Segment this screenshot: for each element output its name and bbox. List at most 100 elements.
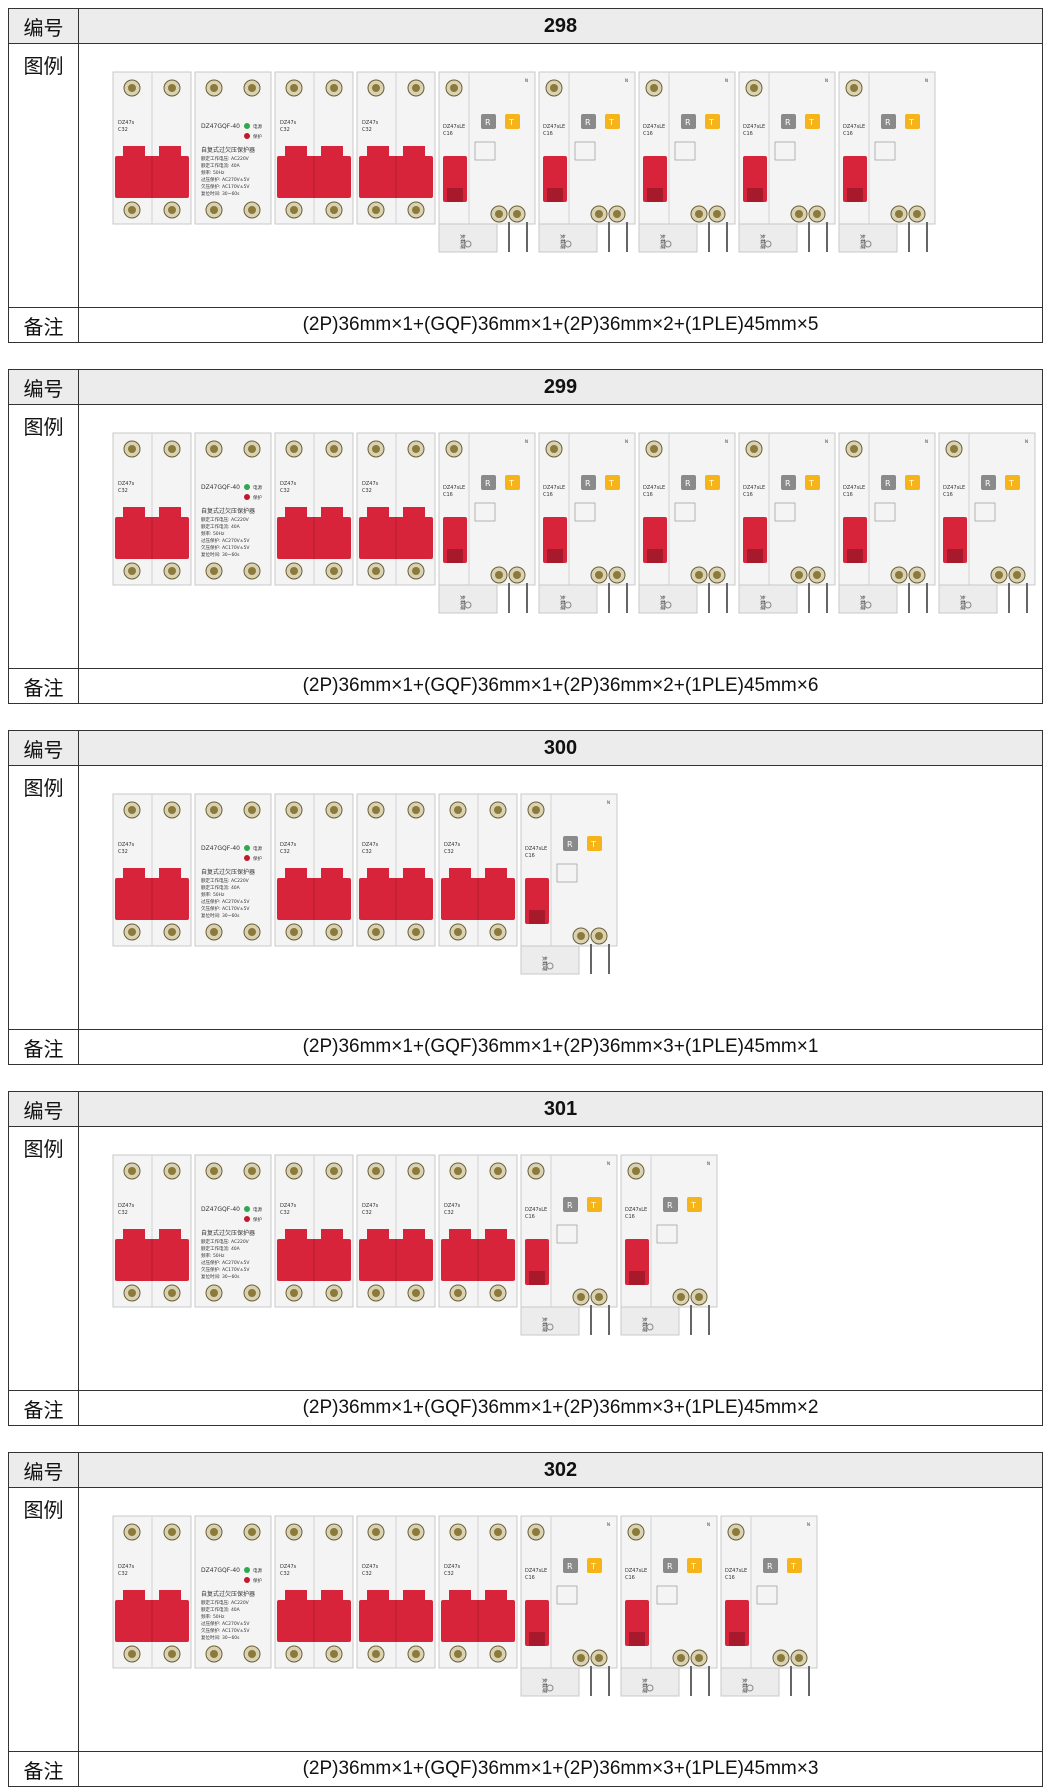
breaker-brand: DZ47s	[118, 481, 135, 487]
neutral-mark: N	[525, 78, 528, 83]
rcd-brand: DZ47sLE	[943, 485, 965, 491]
test-button	[1005, 475, 1020, 490]
terminal-screw-top	[745, 440, 763, 458]
load-side-label: 负载端	[759, 595, 766, 610]
reset-button	[581, 114, 596, 129]
reset-button	[763, 1558, 778, 1573]
breaker-brand: DZ47s	[362, 1564, 379, 1570]
terminal-screw-top	[163, 79, 181, 97]
protect-led-label: 保护	[253, 1216, 262, 1223]
breaker-brand: DZ47s	[280, 120, 297, 126]
neutral-mark: N	[607, 1522, 610, 1527]
load-side-label: 负载端	[741, 1678, 748, 1693]
terminal-screw-bottom	[690, 1649, 708, 1667]
protector-spec-line: 频率: 50Hz	[201, 530, 225, 537]
load-side-label: 负载端	[559, 234, 566, 249]
terminal-screw-top	[407, 1162, 425, 1180]
protector-spec-line: 频率: 50Hz	[201, 891, 225, 898]
power-led-label: 电源	[253, 123, 262, 130]
test-button-label: T	[690, 1201, 696, 1210]
terminal-screw-bottom	[163, 923, 181, 941]
terminal-screw-bottom	[908, 566, 926, 584]
terminal-screw-bottom	[367, 201, 385, 219]
test-button	[587, 1197, 602, 1212]
terminal-screw-bottom	[205, 1284, 223, 1302]
terminal-screw-bottom	[407, 1284, 425, 1302]
terminal-screw-bottom	[163, 1284, 181, 1302]
reset-button-label: R	[885, 118, 891, 127]
power-led	[244, 845, 250, 851]
reset-button	[781, 475, 796, 490]
terminal-screw-bottom	[123, 1284, 141, 1302]
rcd-rating: C16	[625, 1214, 635, 1220]
terminal-screw-bottom	[285, 201, 303, 219]
terminal-screw-top	[407, 79, 425, 97]
protector-spec-line: 欠压保护: AC170V±5V	[201, 1627, 250, 1634]
neutral-mark: N	[1025, 439, 1028, 444]
terminal-screw-top	[489, 801, 507, 819]
terminal-screw-top	[527, 1523, 545, 1541]
terminal-screw-top	[243, 1162, 261, 1180]
rcd-rating: C16	[525, 1575, 535, 1581]
terminal-screw-top	[627, 1523, 645, 1541]
rcd-brand: DZ47sLE	[525, 1207, 547, 1213]
rcd-rating: C16	[643, 131, 653, 137]
config-number: 299	[543, 375, 578, 398]
terminal-screw-top	[205, 440, 223, 458]
test-button	[505, 114, 520, 129]
protector-spec-line: 复位时间: 30~60s	[201, 912, 240, 919]
protector-spec-line: 欠压保护: AC170V±5V	[201, 544, 250, 551]
neutral-mark: N	[625, 439, 628, 444]
load-side-label: 负载端	[641, 1317, 648, 1332]
rcd-brand: DZ47sLE	[443, 485, 465, 491]
terminal-screw-bottom	[449, 1645, 467, 1663]
breaker-brand: DZ47s	[362, 481, 379, 487]
test-button	[905, 114, 920, 129]
protector-spec-line: 复位时间: 30~60s	[201, 1273, 240, 1280]
terminal-screw-top	[367, 1162, 385, 1180]
terminal-screw-top	[325, 1162, 343, 1180]
table-header-row: 编号 299	[9, 370, 1042, 405]
terminal-screw-bottom	[163, 201, 181, 219]
protector-spec-line: 额定工作电压: AC220V	[201, 1238, 250, 1245]
remark-label: 备注	[9, 308, 79, 342]
reset-button-label: R	[585, 118, 591, 127]
protector-body	[194, 793, 272, 947]
terminal-screw-top	[445, 79, 463, 97]
breaker-rating: C32	[362, 488, 372, 494]
test-button	[587, 1558, 602, 1573]
table-header-row: 编号 300	[9, 731, 1042, 766]
load-side-label: 负载端	[759, 234, 766, 249]
terminal-screw-top	[285, 801, 303, 819]
protector-spec-line: 欠压保护: AC170V±5V	[201, 905, 250, 912]
terminal-screw-bottom	[285, 1645, 303, 1663]
protector-spec-line: 过压保护: AC270V±5V	[201, 537, 250, 544]
neutral-mark: N	[625, 78, 628, 83]
terminal-screw-top	[325, 801, 343, 819]
terminal-screw-bottom	[407, 201, 425, 219]
breaker-brand: DZ47s	[118, 842, 135, 848]
protector-spec-line: 额定工作电压: AC220V	[201, 877, 250, 884]
rcd-brand: DZ47sLE	[543, 485, 565, 491]
terminal-screw-top	[545, 440, 563, 458]
terminal-screw-top	[205, 801, 223, 819]
breaker-rating: C32	[280, 849, 290, 855]
terminal-screw-top	[489, 1523, 507, 1541]
